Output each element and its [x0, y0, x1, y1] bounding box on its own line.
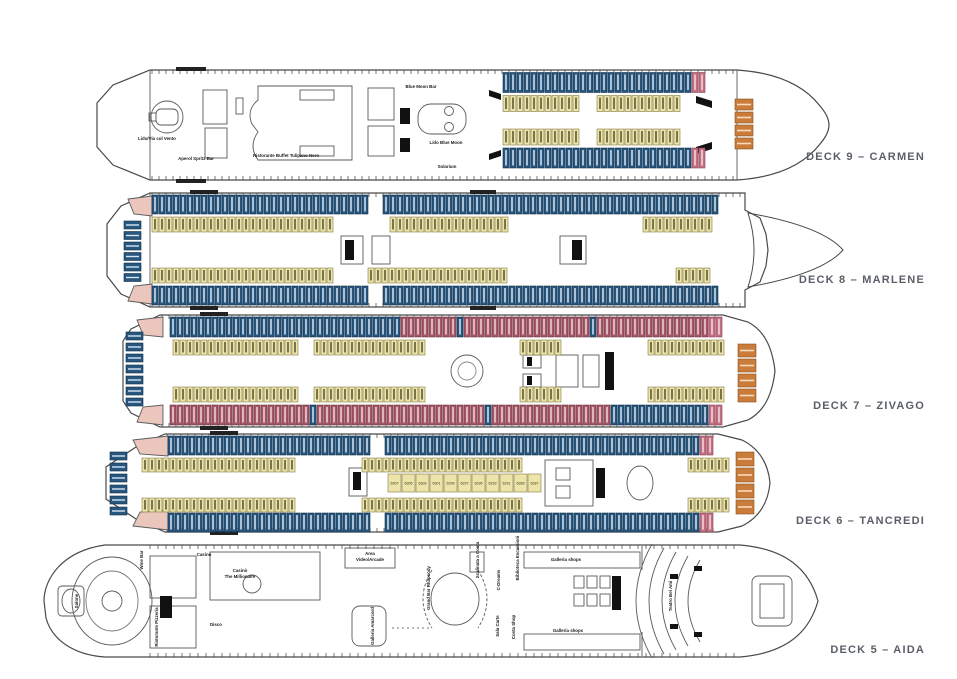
cabin-number-tags [125, 331, 144, 407]
cabin-strip-yellow [151, 216, 334, 233]
cabin-number: 6305 [405, 481, 413, 485]
venue-label: Solarium [438, 164, 457, 169]
cabin-strip-blue [384, 512, 700, 533]
cabin-strip-yellow [502, 95, 580, 112]
cabin-strip-rose [699, 435, 714, 456]
cabin-strip-rose [708, 404, 723, 426]
deck-6-plan: 6307 6305 6303 6301 6299 6297 6295 6293 6291 6289… [105, 431, 771, 535]
deck-7-label: DECK 7 – ZIVAGO [813, 400, 925, 412]
venue-label: Scalinata a Costa [475, 541, 480, 578]
cabin-strip-yellow [151, 267, 334, 284]
cabin-strip-yellow [313, 339, 426, 356]
cabin-strip-blue [169, 316, 401, 338]
venue-label: Ristorante Buffet Tulipano Nero [253, 153, 319, 158]
cabin-strip-yellow [141, 497, 296, 513]
venue-label: Ristorante Pizzeria [154, 607, 159, 647]
venue-label: Blue Moon Bar [406, 84, 437, 89]
cabin-strip-yellow [389, 216, 509, 233]
deck-7-plan [122, 312, 776, 430]
cabin-strip-blue [610, 404, 709, 426]
cabin-number: 6303 [419, 481, 427, 485]
cabin-strip-yellow [687, 457, 730, 473]
cabin-strip-blue [151, 194, 369, 215]
cabin-strip-yellow [313, 386, 426, 403]
suite-stack [735, 451, 755, 515]
venue-label: C-Dreams [496, 569, 501, 590]
deck-8-label: DECK 8 – MARLENE [798, 274, 925, 286]
venue-label: Disco [210, 622, 222, 627]
cabin-strip-yellow [519, 386, 562, 403]
venue-label: The Millionaire [225, 574, 256, 579]
cabin-strip-yellow [367, 267, 508, 284]
cabin-strip-yellow [647, 386, 725, 403]
cabin-strip-yellow [502, 128, 580, 146]
venue-label: Casinò [233, 568, 248, 573]
cabin-strip-blue [382, 194, 719, 215]
cabin-strip-yellow [361, 497, 523, 513]
venue-label: Costa Shop [511, 614, 516, 639]
cabin-strip-yellow [172, 339, 299, 356]
venue-label: Lido/Via col Vento [138, 136, 176, 141]
venue-label: Galleria shops [553, 628, 584, 633]
deck-8-plan [106, 190, 844, 310]
cabin-strip-yellow [647, 339, 725, 356]
venue-label: Casino [197, 552, 212, 557]
cabin-strip-yellow [172, 386, 299, 403]
cabin-strip-blue [151, 285, 369, 306]
cabin-number-tags [109, 451, 128, 516]
venue-label: Video/Arcade [356, 557, 385, 562]
cabin-strip-maroon [400, 316, 709, 338]
cabin-strip-rose [708, 316, 723, 338]
venue-label: Sala Carte [495, 615, 500, 637]
cabin-strip-rose [699, 512, 714, 533]
suite-stack [737, 343, 757, 403]
venue-label: Lido Blue Moon [430, 140, 463, 145]
cabin-strip-rose [691, 72, 706, 93]
cabin-strip-blue [502, 147, 692, 169]
suite-stack [734, 98, 754, 150]
cabin-strip-maroon [169, 404, 611, 426]
cabin-strip-blue [382, 285, 719, 306]
cabin-number: 6293 [489, 481, 497, 485]
cabin-strip-yellow [596, 128, 681, 146]
cabin-number: 6291 [503, 481, 511, 485]
cabin-strip-yellow [675, 267, 711, 284]
venue-label: Area [365, 551, 375, 556]
cabin-strip-yellow [141, 457, 296, 473]
venue-label: Galleria Amarcord [370, 607, 375, 645]
venue-label: Aperol Spritz Bar [178, 156, 214, 161]
cabin-number: 6297 [461, 481, 469, 485]
venue-label: Biblioteca Escursioni [515, 536, 520, 581]
cabin-strip-yellow [642, 216, 713, 233]
cabin-number: 6287 [531, 481, 539, 485]
cabin-strip-blue [167, 512, 371, 533]
venue-label: Galleria shops [551, 557, 582, 562]
cabin-number: 6299 [447, 481, 455, 485]
cabin-strip-yellow [361, 457, 523, 473]
cabin-strip-blue [384, 435, 700, 456]
venue-label: Teatro Bel Ami [668, 581, 673, 612]
cabin-number-tags [123, 220, 142, 282]
deck-9-label: DECK 9 – CARMEN [806, 151, 925, 163]
cabin-strip-blue [167, 435, 371, 456]
cabin-number: 6289 [517, 481, 525, 485]
deck-6-label: DECK 6 – TANCREDI [796, 515, 925, 527]
venue-label: Grand Bar Rhapsody [426, 565, 431, 609]
cabin-strip-rose [691, 147, 706, 169]
cabin-strip-yellow [687, 497, 730, 513]
numbered-cabin-row: 6307 6305 6303 6301 6299 6297 6295 6293 6291 6289… [387, 473, 542, 493]
cabin-number: 6295 [475, 481, 483, 485]
deck-5-label: DECK 5 – AIDA [830, 644, 925, 656]
cabin-number: 6307 [391, 481, 399, 485]
cabin-strip-yellow [596, 95, 681, 112]
cabin-strip-blue [502, 72, 692, 93]
cabin-number: 6301 [433, 481, 441, 485]
cabin-strip-yellow [519, 339, 562, 356]
venue-label: Salone [74, 593, 79, 608]
venue-label: Wine Bar [139, 550, 144, 569]
